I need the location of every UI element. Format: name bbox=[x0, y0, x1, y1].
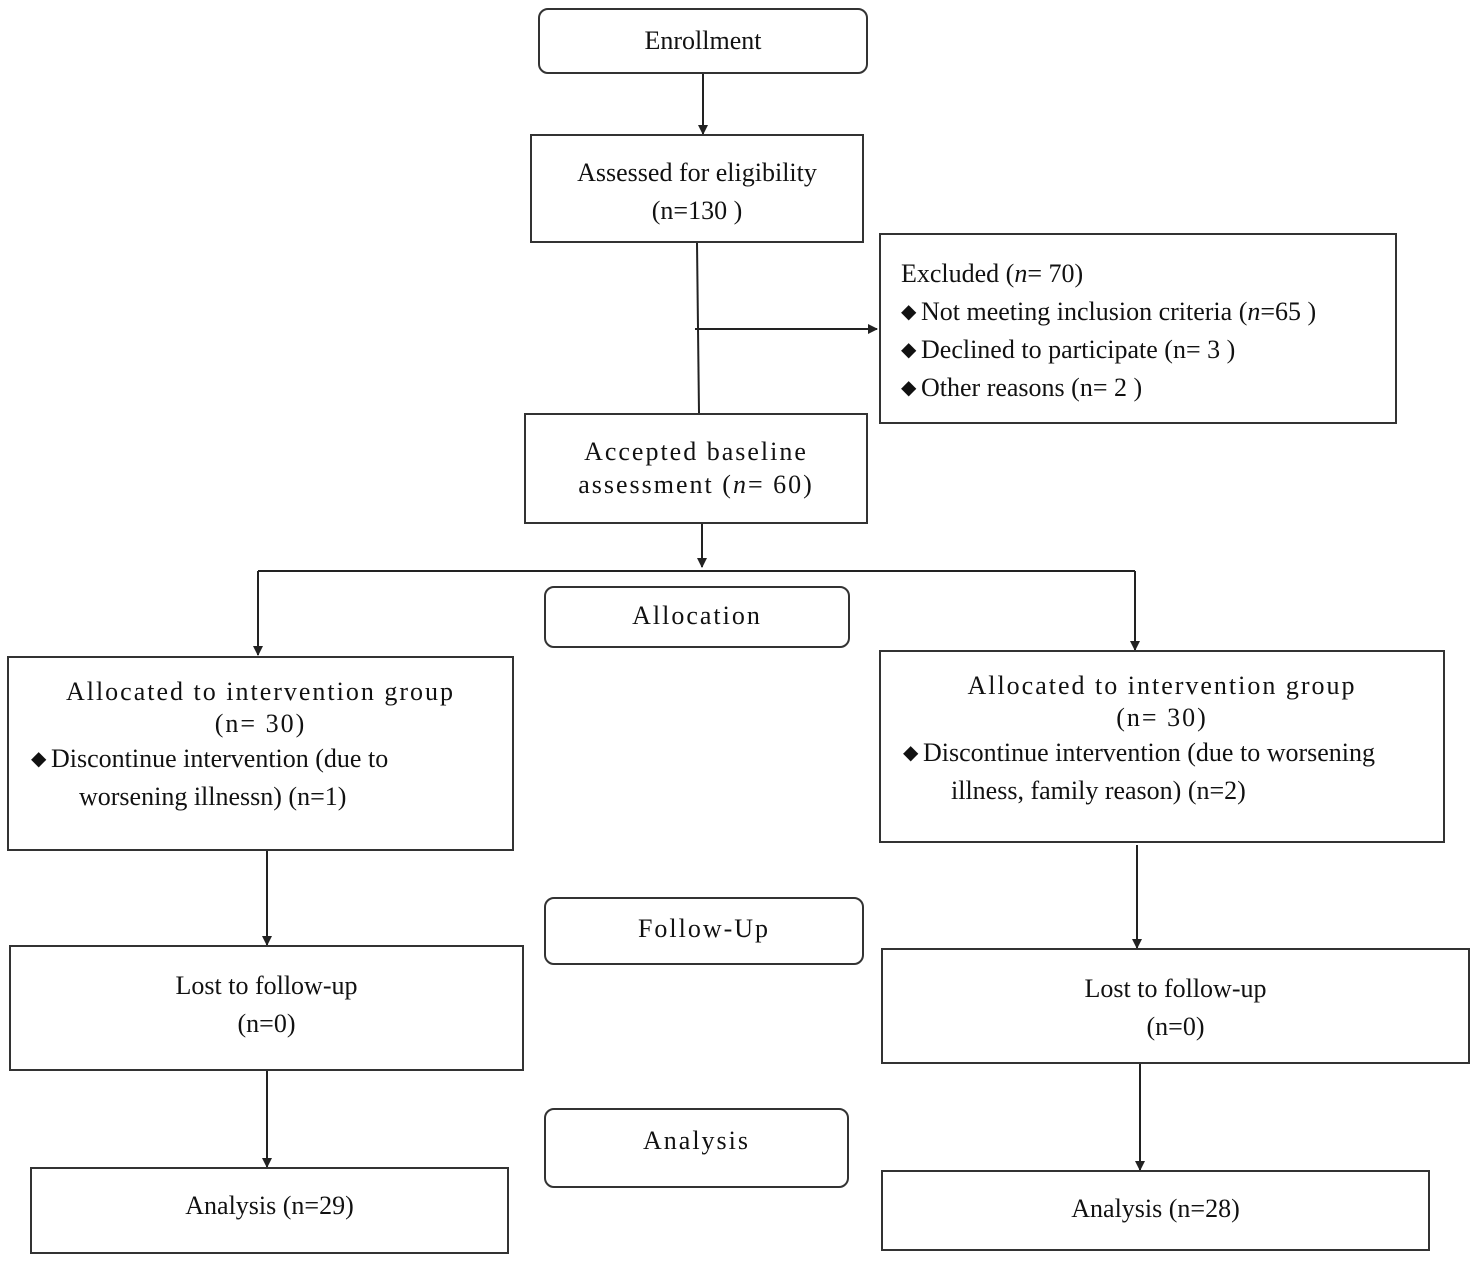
left-group-count: (n= 30) bbox=[214, 709, 307, 738]
eligibility-label: Assessed for eligibility bbox=[577, 158, 817, 187]
diamond-bullet-icon: ◆ bbox=[901, 339, 917, 361]
diamond-bullet-icon: ◆ bbox=[901, 301, 917, 323]
analysis-stage-box: Analysis bbox=[544, 1108, 849, 1188]
excluded-box: Excluded (n= 70) ◆ Not meeting inclusion… bbox=[879, 233, 1397, 424]
right-analysis-label: Analysis (n=28) bbox=[1071, 1194, 1240, 1223]
right-group-box: Allocated to intervention group (n= 30) … bbox=[879, 650, 1445, 843]
right-group-discontinue: ◆ Discontinue intervention (due to worse… bbox=[881, 734, 1443, 810]
eligibility-count: (n=130 ) bbox=[651, 196, 743, 225]
enrollment-stage-label: Enrollment bbox=[644, 26, 762, 55]
diamond-bullet-icon: ◆ bbox=[901, 377, 917, 399]
left-analysis-label: Analysis (n=29) bbox=[185, 1191, 354, 1220]
excluded-reason-item: ◆ Not meeting inclusion criteria (n=65 ) bbox=[901, 293, 1375, 331]
analysis-stage-label: Analysis bbox=[643, 1126, 750, 1155]
right-lost-label: Lost to follow-up bbox=[1084, 974, 1267, 1003]
excluded-reason-item: ◆ Other reasons (n= 2 ) bbox=[901, 369, 1375, 407]
left-group-discontinue: ◆ Discontinue intervention (due to worse… bbox=[9, 740, 512, 816]
right-analysis-box: Analysis (n=28) bbox=[881, 1170, 1430, 1251]
baseline-box: Accepted baseline assessment (n= 60) bbox=[524, 413, 868, 524]
right-lost-box: Lost to follow-up (n=0) bbox=[881, 948, 1470, 1064]
follow-up-stage-label: Follow-Up bbox=[637, 914, 771, 943]
right-lost-count: (n=0) bbox=[1146, 1012, 1205, 1041]
allocation-stage-box: Allocation bbox=[544, 586, 850, 648]
diamond-bullet-icon: ◆ bbox=[903, 742, 919, 764]
baseline-count: assessment (n= 60) bbox=[578, 470, 814, 499]
eligibility-box: Assessed for eligibility (n=130 ) bbox=[530, 134, 864, 243]
allocation-stage-label: Allocation bbox=[632, 601, 762, 630]
left-lost-box: Lost to follow-up (n=0) bbox=[9, 945, 524, 1071]
left-group-title: Allocated to intervention group bbox=[65, 677, 456, 706]
left-lost-count: (n=0) bbox=[237, 1009, 296, 1038]
left-group-box: Allocated to intervention group (n= 30) … bbox=[7, 656, 514, 851]
diamond-bullet-icon: ◆ bbox=[31, 748, 47, 770]
baseline-label: Accepted baseline bbox=[584, 437, 808, 466]
left-lost-label: Lost to follow-up bbox=[175, 971, 358, 1000]
right-group-count: (n= 30) bbox=[1116, 703, 1208, 732]
follow-up-stage-box: Follow-Up bbox=[544, 897, 864, 965]
right-group-title: Allocated to intervention group bbox=[967, 671, 1357, 700]
left-analysis-box: Analysis (n=29) bbox=[30, 1167, 509, 1254]
excluded-title: Excluded (n= 70) bbox=[901, 259, 1084, 288]
excluded-reason-item: ◆ Declined to participate (n= 3 ) bbox=[901, 331, 1375, 369]
enrollment-stage-box: Enrollment bbox=[538, 8, 868, 74]
